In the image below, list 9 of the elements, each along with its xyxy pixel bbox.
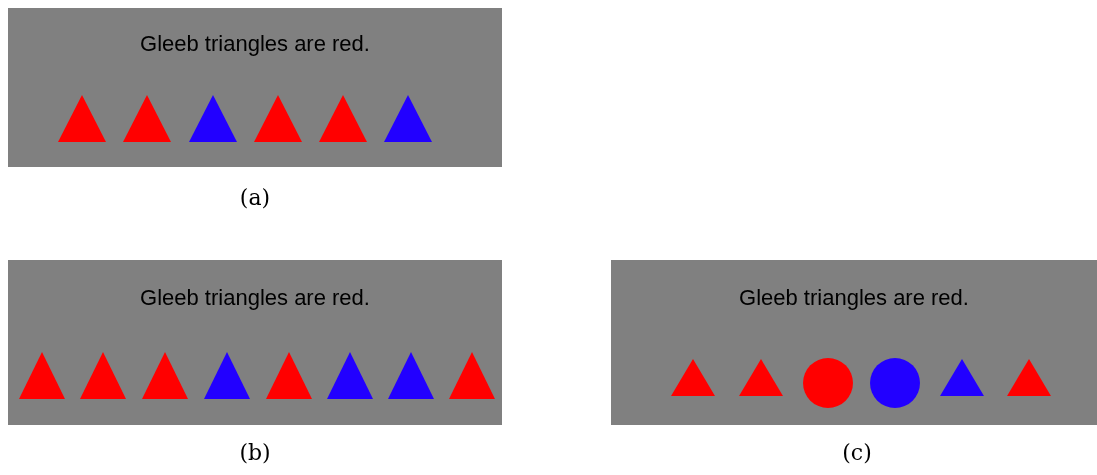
- statement-text: Gleeb triangles are red.: [139, 285, 371, 311]
- panel: [8, 8, 502, 167]
- statement-text: Gleeb triangles are red.: [139, 31, 371, 57]
- caption-label: (b): [238, 440, 272, 465]
- panel: [8, 260, 502, 425]
- caption-label: (c): [841, 440, 873, 465]
- panel: [611, 260, 1097, 425]
- statement-text: Gleeb triangles are red.: [738, 285, 970, 311]
- caption-label: (a): [238, 185, 272, 210]
